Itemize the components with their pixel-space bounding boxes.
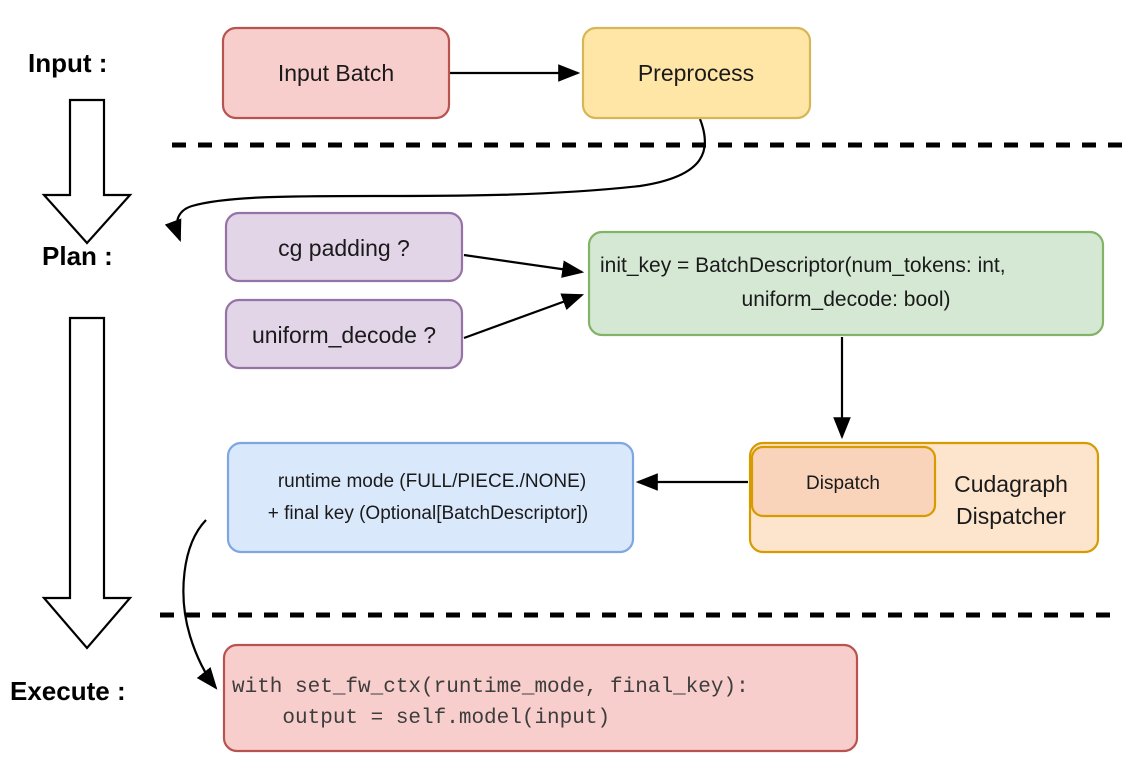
node-runtime-mode-line1: runtime mode (FULL/PIECE./NONE): [278, 471, 586, 492]
edge-preprocess-to-cg-padding: [164, 118, 707, 243]
node-preprocess-shape: [581, 26, 812, 120]
node-cudagraph-dispatcher-label-line1: Cudagraph: [954, 471, 1068, 497]
node-runtime-mode[interactable]: runtime mode (FULL/PIECE./NONE) + final …: [226, 441, 635, 554]
node-dispatch[interactable]: Dispatch: [750, 445, 937, 518]
node-dispatch-shape: [750, 445, 937, 518]
stage-label-plan: Plan :: [42, 241, 113, 271]
node-dispatch-label: Dispatch: [806, 473, 880, 494]
node-input-batch[interactable]: Input Batch: [221, 26, 451, 120]
node-preprocess-label: Preprocess: [638, 60, 754, 86]
edge-cg-padding-to-init-key: [463, 253, 585, 278]
node-execute-code-line2: output = self.model(input): [232, 707, 610, 730]
edge-runtime-mode-to-execute-code: [182, 519, 218, 690]
plan-to-execute-flow-arrow: [41, 316, 133, 650]
stage-label-input: Input :: [28, 48, 107, 78]
edge-uniform-decode-to-init-key: [463, 293, 585, 340]
node-runtime-mode-line2: + final key (Optional[BatchDescriptor]): [268, 503, 589, 524]
node-runtime-mode-shape: [226, 441, 635, 554]
node-cg-padding-shape: [224, 211, 464, 283]
node-input-batch-label: Input Batch: [278, 60, 394, 86]
node-uniform-decode[interactable]: uniform_decode ?: [224, 298, 464, 370]
node-execute-code-line1: with set_fw_ctx(runtime_mode, final_key)…: [232, 676, 749, 699]
node-init-key[interactable]: init_key = BatchDescriptor(num_tokens: i…: [587, 230, 1105, 337]
node-execute-code-shape: [222, 643, 859, 753]
node-execute-code[interactable]: with set_fw_ctx(runtime_mode, final_key)…: [222, 643, 859, 753]
node-cg-padding[interactable]: cg padding ?: [224, 211, 464, 283]
input-to-plan-flow-arrow: [41, 98, 133, 245]
node-init-key-shape: [587, 230, 1105, 337]
node-cudagraph-dispatcher-label-line2: Dispatcher: [956, 503, 1066, 529]
node-init-key-line1: init_key = BatchDescriptor(num_tokens: i…: [600, 254, 1006, 277]
node-preprocess[interactable]: Preprocess: [581, 26, 812, 120]
node-cg-padding-label: cg padding ?: [278, 235, 410, 261]
node-uniform-decode-shape: [224, 298, 464, 370]
node-uniform-decode-label: uniform_decode ?: [252, 322, 436, 348]
node-init-key-line2: uniform_decode: bool): [742, 288, 951, 311]
node-input-batch-shape: [221, 26, 451, 120]
stage-label-execute: Execute :: [10, 676, 126, 706]
